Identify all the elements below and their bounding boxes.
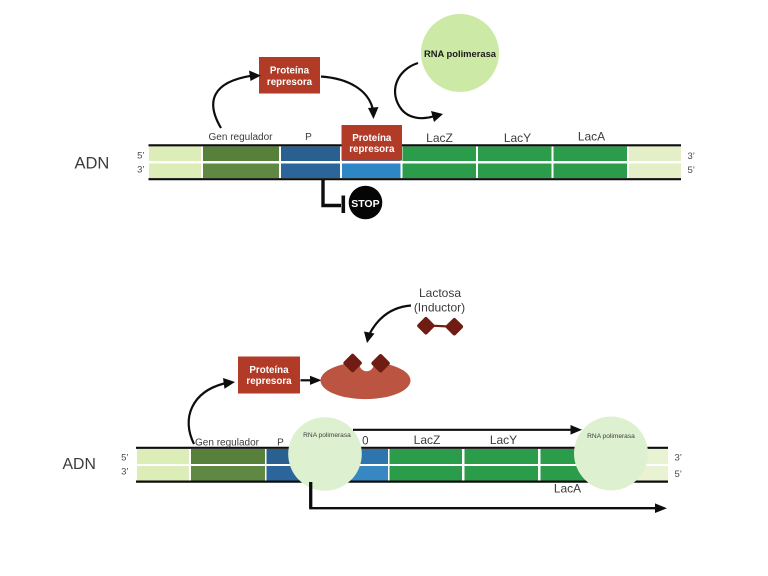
- svg-text:represora: represora: [267, 77, 313, 88]
- svg-text:5’: 5’: [137, 151, 144, 162]
- svg-text:LacY: LacY: [490, 433, 517, 447]
- svg-text:Gen regulador: Gen regulador: [195, 438, 260, 449]
- svg-text:5’: 5’: [121, 453, 128, 464]
- svg-text:RNA polimerasa: RNA polimerasa: [303, 432, 351, 439]
- svg-text:ADN: ADN: [75, 154, 110, 172]
- svg-text:STOP: STOP: [351, 198, 379, 210]
- svg-text:LacY: LacY: [504, 131, 531, 145]
- svg-text:3’: 3’: [121, 467, 128, 478]
- svg-text:RNA polimerasa: RNA polimerasa: [424, 48, 497, 59]
- svg-text:Proteína: Proteína: [249, 365, 289, 376]
- svg-text:LacA: LacA: [554, 482, 581, 496]
- svg-text:Gen regulador: Gen regulador: [209, 132, 274, 143]
- svg-text:LacA: LacA: [578, 130, 605, 144]
- svg-text:LacZ: LacZ: [426, 131, 453, 145]
- svg-text:P: P: [305, 132, 312, 143]
- svg-text:Proteína: Proteína: [352, 133, 392, 144]
- svg-text:represora: represora: [246, 376, 292, 387]
- svg-text:0: 0: [362, 436, 368, 448]
- svg-text:3’: 3’: [137, 165, 144, 176]
- svg-text:3’: 3’: [688, 151, 695, 162]
- svg-text:5’: 5’: [675, 469, 682, 480]
- svg-text:(Inductor): (Inductor): [414, 301, 465, 315]
- svg-text:LacZ: LacZ: [414, 433, 441, 447]
- svg-text:3’: 3’: [675, 453, 682, 464]
- svg-text:RNA polimerasa: RNA polimerasa: [587, 433, 635, 440]
- svg-text:P: P: [277, 438, 284, 449]
- svg-text:5’: 5’: [688, 165, 695, 176]
- svg-text:represora: represora: [349, 144, 395, 155]
- svg-text:Proteína: Proteína: [270, 66, 310, 77]
- svg-text:Lactosa: Lactosa: [419, 286, 461, 300]
- svg-text:ADN: ADN: [63, 456, 96, 473]
